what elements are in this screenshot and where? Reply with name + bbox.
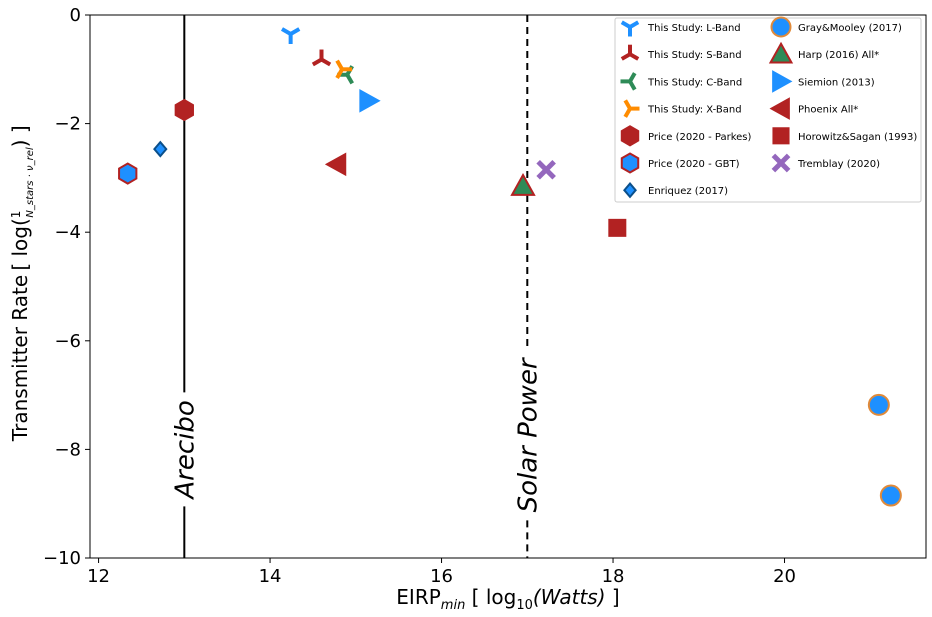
y-tick-label: −8 — [54, 439, 81, 460]
point-tri-down-0-0 — [280, 27, 301, 45]
point-circle-7-0 — [867, 393, 890, 416]
y-tick-label: 0 — [70, 5, 81, 26]
legend-marker-5 — [620, 152, 640, 174]
point-hexagon-5-0 — [118, 162, 138, 185]
legend-marker-6 — [623, 182, 637, 199]
x-tick-label: 18 — [602, 566, 625, 587]
y-tick-label: −10 — [43, 548, 81, 569]
legend-marker-0 — [620, 20, 640, 37]
point-triangle-up-8-0 — [510, 172, 536, 196]
legend-marker-11 — [772, 127, 790, 145]
legend-label: This Study: X-Band — [647, 105, 742, 116]
x-tick-label: 20 — [773, 566, 796, 587]
point-tri-right-3-0 — [335, 59, 353, 79]
legend-marker-7 — [770, 16, 792, 38]
legend-marker-12 — [771, 153, 791, 173]
legend-frame — [614, 17, 922, 203]
data-points — [118, 27, 902, 507]
legend-label: Phoenix All* — [798, 105, 858, 116]
y-tick-label: −6 — [54, 331, 81, 352]
point-diamond-6-0 — [153, 140, 168, 158]
legend-label: This Study: L-Band — [647, 23, 741, 34]
annotation-arecibo: Arecibo — [170, 400, 200, 500]
legend-label: This Study: S-Band — [647, 50, 742, 61]
y-axis-label-main: Transmitter Rate — [8, 275, 32, 442]
legend-marker-3 — [623, 99, 640, 118]
point-x-12-0 — [536, 159, 556, 180]
point-tri-up-1-0 — [311, 49, 332, 67]
legend-label: Enriquez (2017) — [648, 186, 728, 197]
legend-label: This Study: C-Band — [647, 77, 742, 88]
point-circle-7-1 — [879, 484, 902, 507]
point-square-11-0 — [608, 218, 627, 237]
legend-label: Price (2020 - GBT) — [648, 159, 740, 170]
legend-label: Horowitz&Sagan (1993) — [798, 132, 917, 143]
legend-label: Price (2020 - Parkes) — [648, 132, 752, 143]
y-tick-label: −2 — [54, 114, 81, 135]
legend-marker-9 — [772, 70, 793, 93]
x-tick-label: 12 — [87, 566, 110, 587]
legend-marker-8 — [768, 41, 794, 64]
x-tick-label: 14 — [259, 566, 282, 587]
y-tick-label: −4 — [54, 222, 81, 243]
axis-ticks: 12 14 16 18 20 0 −2 −4 −6 −8 −10 — [43, 5, 796, 587]
legend-label: Tremblay (2020) — [797, 159, 880, 170]
reference-lines: Arecibo Solar Power — [170, 15, 543, 558]
annotation-solar-power: Solar Power — [513, 356, 543, 512]
point-triangle-right-9-0 — [359, 88, 381, 113]
legend-marker-4 — [620, 125, 640, 147]
legend-label: Siemion (2013) — [798, 77, 875, 88]
legend-marker-1 — [620, 44, 640, 61]
legend-label: Gray&Mooley (2017) — [798, 23, 902, 34]
legend-marker-2 — [620, 72, 637, 91]
x-tick-label: 16 — [430, 566, 453, 587]
legend-marker-10 — [769, 97, 790, 120]
legend-label: Harp (2016) All* — [798, 50, 879, 61]
point-hexagon-4-0 — [174, 98, 194, 122]
x-axis-label: EIRPmin [ log10(Watts) ] — [396, 585, 619, 613]
point-triangle-left-10-0 — [324, 152, 347, 177]
